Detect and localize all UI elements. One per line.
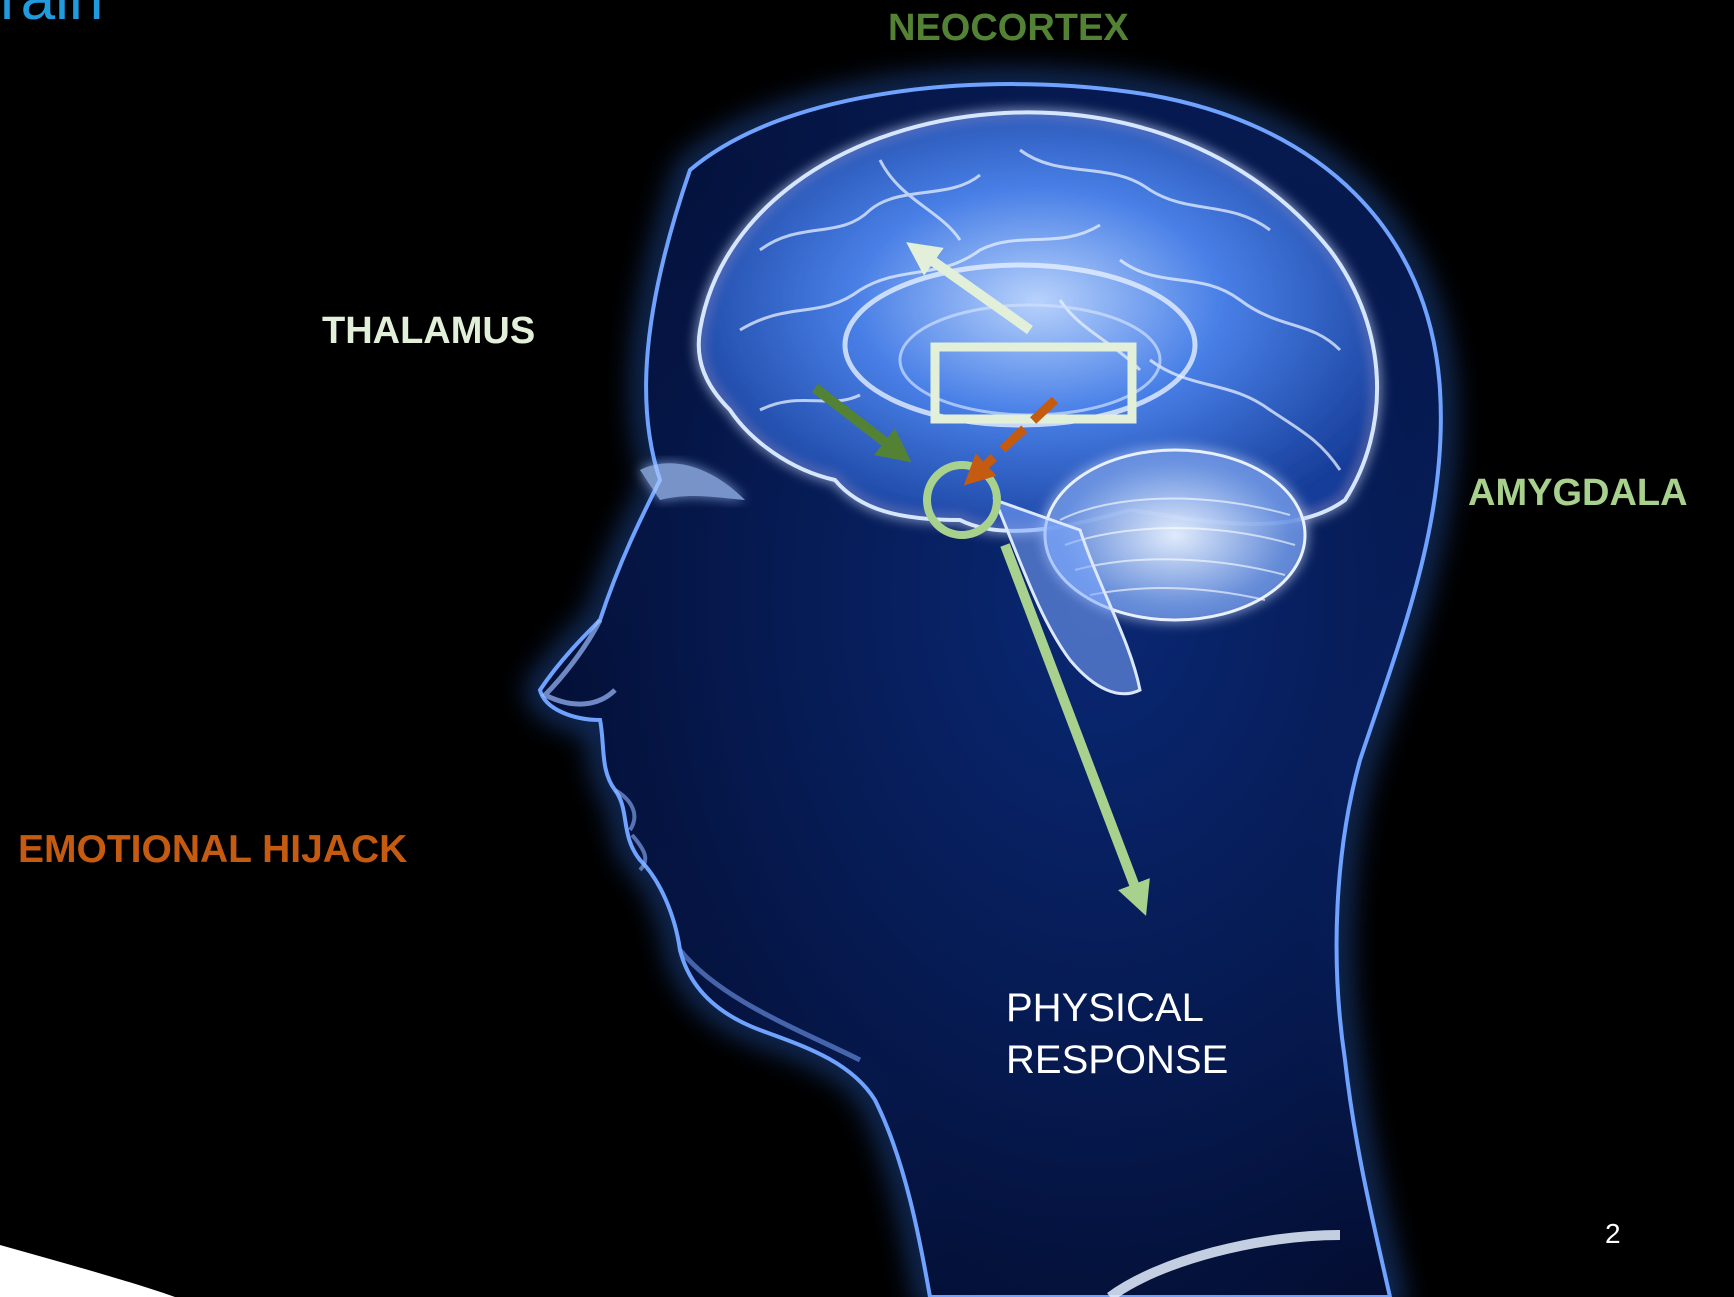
amygdala-label: AMYGDALA [1468,474,1688,512]
physical-response-line1: PHYSICAL [1006,982,1266,1034]
neocortex-label: NEOCORTEX [888,9,1129,47]
thalamus-label: THALAMUS [322,312,535,350]
physical-response-line2: RESPONSE [1006,1034,1266,1086]
page-number: 2 [1605,1218,1621,1250]
slide-decoration-swoosh [0,1245,175,1297]
physical-response-label: PHYSICAL RESPONSE [1006,982,1266,1086]
emotional-hijack-label: EMOTIONAL HIJACK [18,830,407,869]
slide-title: rain [0,0,103,30]
